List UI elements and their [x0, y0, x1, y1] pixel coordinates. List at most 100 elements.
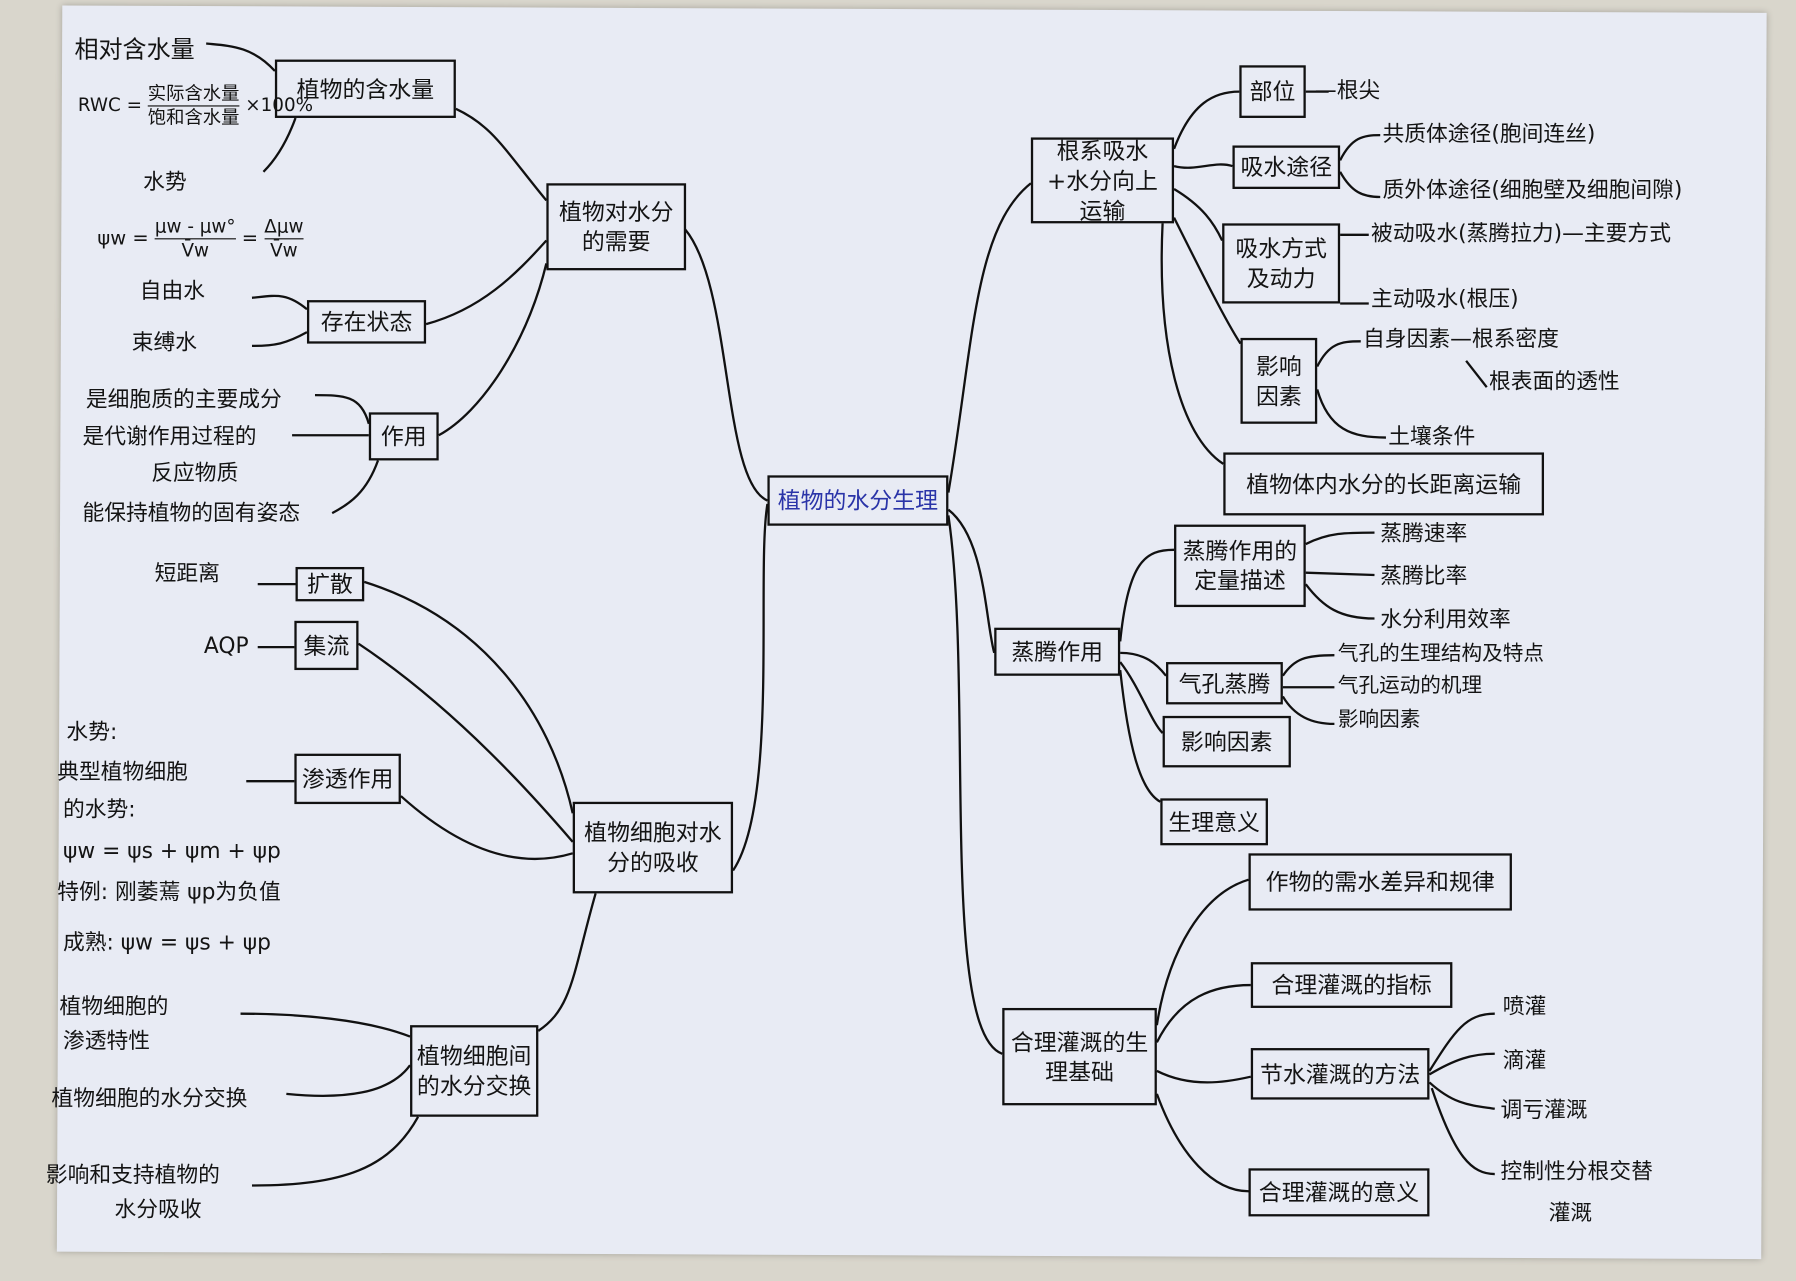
- psi-fraction-1: μw - μw°V̄w: [154, 215, 236, 262]
- psi-den-1: V̄w: [181, 239, 209, 262]
- link: [732, 503, 769, 872]
- link: [1173, 217, 1242, 345]
- text-relative-water-content: 相对含水量: [74, 35, 195, 63]
- text-stomatal-2: 气孔运动的机理: [1337, 673, 1483, 698]
- node-water-need: 植物对水分的需要: [546, 183, 687, 271]
- link: [425, 239, 548, 326]
- link: [1305, 531, 1375, 546]
- text-transpiration-ratio: 蒸腾比率: [1380, 563, 1468, 589]
- text-exchange-3: 影响和支持植物的: [45, 1162, 220, 1188]
- text-exchange-1b: 渗透特性: [62, 1028, 151, 1054]
- node-pathway: 吸水途径: [1232, 145, 1341, 189]
- text-exchange-2: 植物细胞的水分交换: [51, 1085, 248, 1112]
- link: [438, 263, 548, 437]
- text-intrinsic-factors: 自身因素—根系密度: [1363, 326, 1559, 352]
- link: [1173, 188, 1224, 242]
- node-crop-water-need: 作物的需水差异和规律: [1248, 853, 1512, 911]
- text-aqp: AQP: [203, 633, 249, 659]
- link: [1281, 654, 1335, 677]
- text-passive: 被动吸水(蒸腾拉力)—主要方式: [1371, 221, 1671, 247]
- node-irrigation-meaning: 合理灌溉的意义: [1248, 1168, 1430, 1217]
- text-deficit: 调亏灌溉: [1500, 1097, 1588, 1123]
- text-exchange-3b: 水分吸收: [114, 1196, 202, 1223]
- node-irrigation-index: 合理灌溉的指标: [1250, 962, 1453, 1008]
- psi-num-1: μw - μw°: [154, 215, 236, 240]
- text-osmosis-2: 典型植物细胞: [57, 759, 188, 785]
- node-role: 作用: [368, 412, 439, 461]
- link: [1316, 389, 1386, 439]
- link: [947, 515, 1003, 1055]
- node-osmosis: 渗透作用: [294, 753, 401, 805]
- formula-rwc: RWC = 实际含水量饱和含水量 ×100%: [78, 82, 313, 129]
- link: [1428, 1081, 1495, 1110]
- link: [1155, 983, 1251, 1043]
- text-alternate-root-b: 灌溉: [1548, 1200, 1593, 1226]
- psi-prefix: ψw =: [97, 227, 149, 251]
- link: [363, 580, 574, 814]
- link: [947, 508, 996, 654]
- link: [1339, 171, 1381, 199]
- node-absorption-mode: 吸水方式及动力: [1222, 223, 1341, 304]
- link: [251, 331, 308, 348]
- node-state: 存在状态: [306, 300, 427, 344]
- psi-equals: =: [241, 227, 259, 251]
- link: [331, 460, 380, 515]
- text-osmosis-6: 成熟: ψw = ψs + ψp: [62, 930, 271, 956]
- node-diffusion: 扩散: [295, 566, 365, 602]
- text-alternate-root: 控制性分根交替: [1500, 1159, 1653, 1185]
- text-osmosis-3: 的水势:: [62, 797, 136, 823]
- text-free-water: 自由水: [139, 278, 206, 304]
- node-stomatal: 气孔蒸腾: [1166, 662, 1283, 705]
- text-transpiration-rate: 蒸腾速率: [1380, 521, 1468, 547]
- link: [1173, 163, 1233, 169]
- psi-den-2: V̄w: [270, 239, 298, 262]
- formula-rwc-prefix: RWC =: [77, 93, 142, 116]
- rwc-numerator: 实际含水量: [147, 82, 240, 107]
- text-exchange-1: 植物细胞的: [59, 994, 169, 1020]
- rwc-denominator: 饱和含水量: [147, 106, 240, 129]
- node-water-saving-methods: 节水灌溉的方法: [1250, 1048, 1430, 1100]
- text-role-2b: 反应物质: [151, 460, 239, 486]
- link: [1316, 340, 1361, 368]
- node-bulk-flow: 集流: [294, 620, 359, 671]
- link: [455, 107, 548, 202]
- node-quantitative: 蒸腾作用的定量描述: [1174, 524, 1306, 608]
- text-short-distance: 短距离: [154, 561, 220, 587]
- node-site: 部位: [1239, 65, 1306, 118]
- link: [1156, 1069, 1252, 1084]
- text-soil-conditions: 土壤条件: [1388, 423, 1476, 450]
- node-root-factors: 影响因素: [1240, 337, 1318, 424]
- text-role-1: 是细胞质的主要成分: [85, 387, 282, 413]
- link: [1155, 1093, 1249, 1193]
- node-irrigation: 合理灌溉的生理基础: [1002, 1007, 1157, 1106]
- link: [947, 182, 1032, 493]
- link: [1430, 1087, 1495, 1176]
- link: [1304, 583, 1375, 620]
- text-osmosis-5: 特例: 刚萎蔫 ψp为负值: [57, 879, 281, 905]
- psi-num-2: Δμw: [264, 215, 304, 240]
- text-sprinkler: 喷灌: [1502, 994, 1547, 1020]
- formula-rwc-suffix: ×100%: [245, 93, 314, 116]
- link: [286, 1064, 411, 1097]
- link: [537, 893, 597, 1032]
- link: [1119, 661, 1164, 734]
- text-drip: 滴灌: [1502, 1048, 1547, 1074]
- link: [1428, 1012, 1495, 1072]
- node-long-distance-transport: 植物体内水分的长距离运输: [1223, 452, 1545, 516]
- link: [1120, 651, 1167, 677]
- link: [1428, 1052, 1495, 1076]
- link: [400, 795, 574, 861]
- link: [1160, 223, 1224, 465]
- link: [1339, 134, 1381, 161]
- node-root-absorption: 根系吸水+水分向上运输: [1030, 137, 1175, 224]
- text-role-3: 能保持植物的固有姿态: [82, 500, 301, 526]
- text-stomatal-1: 气孔的生理结构及特点: [1337, 641, 1545, 666]
- link: [684, 228, 768, 502]
- text-bound-water: 束缚水: [131, 329, 198, 356]
- text-apoplast: 质外体途径(细胞壁及细胞间隙): [1382, 177, 1683, 203]
- text-role-2: 是代谢作用过程的: [82, 423, 257, 450]
